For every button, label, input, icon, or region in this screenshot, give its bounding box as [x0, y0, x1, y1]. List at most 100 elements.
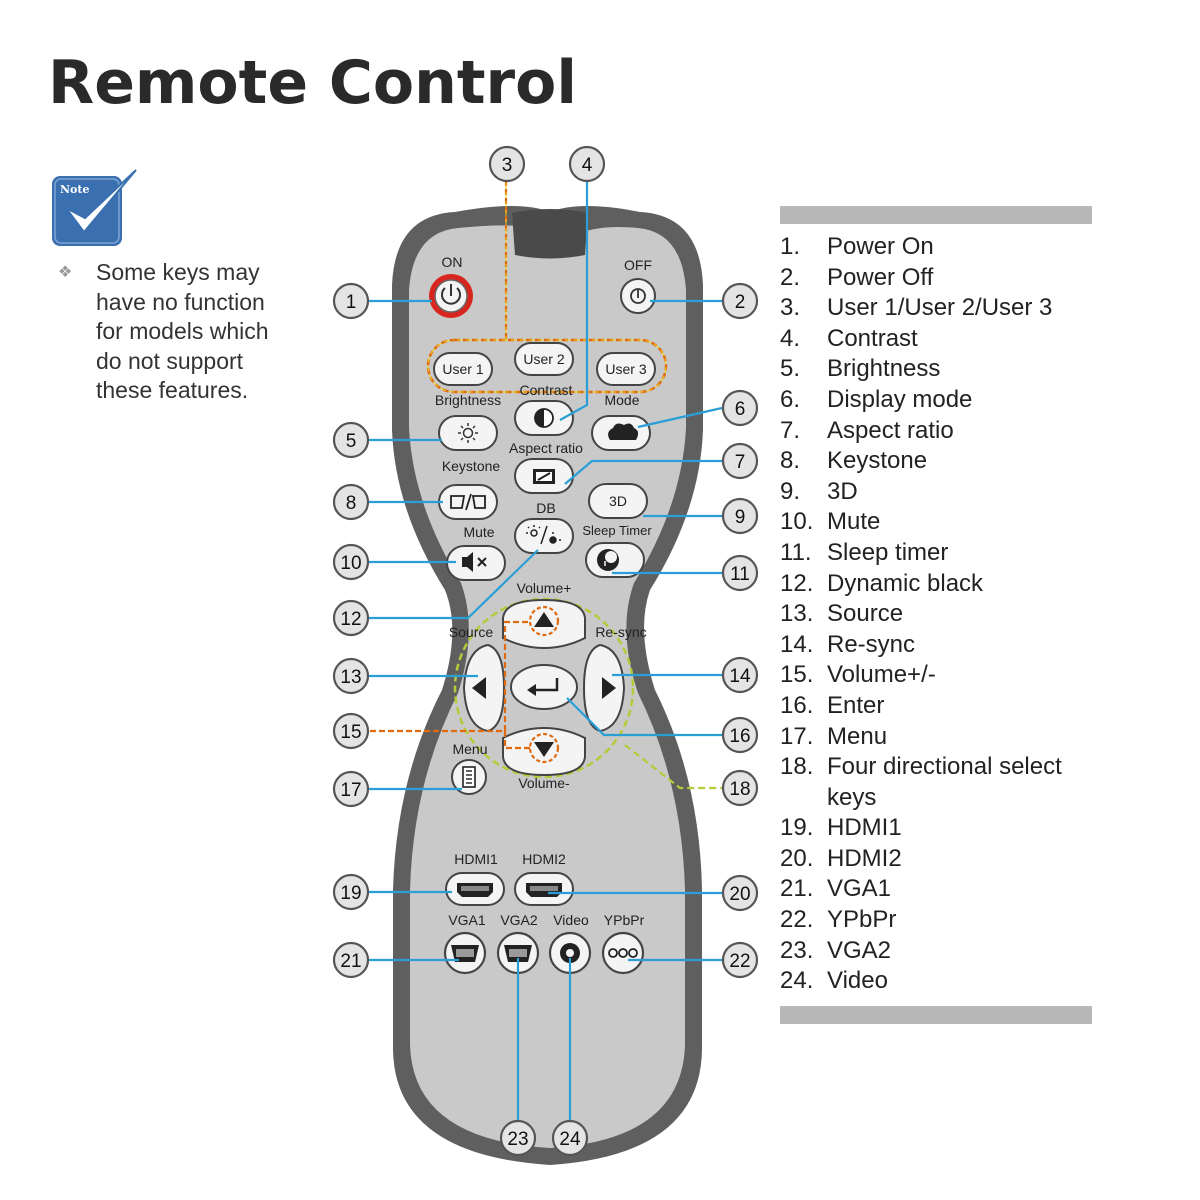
volume-down-button[interactable] — [502, 726, 586, 777]
arrow-down-icon — [534, 742, 554, 757]
key-list-item: 22.YPbPr — [780, 905, 1100, 936]
enter-button[interactable] — [510, 664, 578, 710]
video-button[interactable] — [548, 931, 592, 975]
callout-5: 5 — [332, 421, 370, 459]
dynamic-black-button[interactable] — [514, 518, 574, 554]
key-list-label: HDMI2 — [827, 844, 902, 872]
cloud-icon — [608, 423, 639, 440]
label-mute: Mute — [463, 524, 494, 540]
user-group-highlight-inner — [427, 339, 667, 393]
hdmi2-button[interactable] — [514, 872, 574, 906]
key-list-item: 10.Mute — [780, 507, 1100, 538]
vga1-button[interactable] — [443, 931, 487, 975]
callout-24: 24 — [551, 1119, 589, 1157]
key-list-label: Four directional select keys — [827, 753, 1062, 811]
remote-ir-window — [512, 209, 588, 259]
power-off-button[interactable] — [620, 278, 656, 314]
arrow-right-icon — [602, 677, 616, 699]
callout-6: 6 — [721, 389, 759, 427]
key-list-number: 1. — [780, 233, 801, 260]
callout-line-12 — [369, 549, 539, 620]
key-list-number: 3. — [780, 294, 801, 322]
callout-number: 19 — [340, 883, 361, 904]
label-contrast: Contrast — [520, 382, 573, 398]
key-list-item: 8.Keystone — [780, 446, 1100, 477]
label-source: Source — [449, 624, 494, 640]
key-list-label: Aspect ratio — [827, 416, 954, 444]
aspect-ratio-button[interactable] — [514, 458, 574, 494]
key-list-label: Display mode — [827, 385, 973, 413]
callout-line-7 — [564, 459, 722, 485]
key-list-item: 3. User 1/User 2/User 3 — [780, 293, 1100, 324]
callout-4: 4 — [568, 145, 606, 183]
key-list-item: 13.Source — [780, 599, 1100, 630]
key-list-label: VGA1 — [827, 875, 892, 903]
callout-number: 2 — [735, 292, 746, 313]
callout-23: 23 — [499, 1119, 537, 1157]
sleep-timer-button[interactable] — [585, 542, 645, 578]
ypbpr-button[interactable] — [601, 931, 645, 975]
note-icon: Note — [52, 169, 137, 246]
vga-port-icon — [451, 945, 479, 962]
key-list-label: 3D — [827, 477, 858, 505]
mute-button[interactable] — [446, 545, 506, 581]
callout-number: 10 — [340, 553, 361, 574]
callout-number: 6 — [735, 399, 746, 420]
user3-button[interactable]: User 3 — [596, 352, 656, 386]
key-list-number: 17. — [780, 722, 814, 750]
key-list-label: Power On — [827, 233, 934, 260]
keystone-button[interactable] — [438, 484, 498, 520]
contrast-button[interactable] — [514, 400, 574, 436]
hdmi1-button[interactable] — [445, 872, 505, 906]
callout-number: 15 — [340, 722, 361, 743]
key-list-number: 4. — [780, 324, 801, 352]
key-list-number: 22. — [780, 906, 814, 934]
menu-button[interactable] — [451, 759, 487, 795]
label-video: Video — [553, 912, 589, 928]
label-volume-plus: Volume+ — [517, 580, 572, 596]
callout-number: 16 — [729, 726, 750, 747]
arrow-up-icon — [534, 612, 554, 627]
mode-button[interactable] — [591, 415, 651, 451]
callout-2: 2 — [721, 282, 759, 320]
key-list-number: 19. — [780, 814, 814, 842]
callout-number: 21 — [340, 951, 361, 972]
vga-port-icon — [504, 945, 532, 962]
volume-up-button[interactable] — [502, 598, 586, 650]
key-list-number: 9. — [780, 477, 801, 505]
key-list-number: 2. — [780, 263, 801, 291]
key-list-item: 21. VGA1 — [780, 874, 1100, 905]
callout-number: 14 — [729, 666, 751, 687]
label-menu: Menu — [452, 741, 487, 757]
hdmi-port-icon — [526, 883, 562, 897]
dynamic-black-icon — [526, 525, 561, 545]
user1-button[interactable]: User 1 — [433, 352, 493, 386]
key-list-item: 4.Contrast — [780, 324, 1100, 355]
key-list-label: VGA2 — [827, 936, 892, 964]
callout-3: 3 — [488, 145, 526, 183]
callout-line-6 — [637, 406, 723, 429]
key-list-number: 21. — [780, 875, 814, 903]
key-list-item: 16.Enter — [780, 691, 1100, 722]
key-list-number: 18. — [780, 753, 814, 781]
brightness-button[interactable] — [438, 415, 498, 451]
label-resync: Re-sync — [595, 624, 646, 640]
key-list-item: 6.Display mode — [780, 385, 1100, 416]
keystone-icon — [450, 493, 486, 511]
enter-arrow-icon — [527, 678, 559, 696]
callout-number: 5 — [346, 431, 357, 452]
callout-1: 1 — [332, 282, 370, 320]
callout-number: 22 — [729, 951, 750, 972]
three-d-button[interactable]: 3D — [588, 483, 648, 519]
power-on-button[interactable] — [429, 274, 473, 318]
label-aspect-ratio: Aspect ratio — [509, 440, 583, 456]
callout-14: 14 — [721, 656, 759, 694]
key-list-label: User 1/User 2/User 3 — [827, 294, 1053, 322]
user2-button[interactable]: User 2 — [514, 342, 574, 376]
resync-button[interactable] — [582, 643, 626, 733]
source-button[interactable] — [462, 643, 506, 733]
user1-label: User 1 — [442, 361, 483, 377]
key-list-label: Keystone — [827, 447, 928, 475]
key-list-number: 11. — [780, 538, 812, 566]
